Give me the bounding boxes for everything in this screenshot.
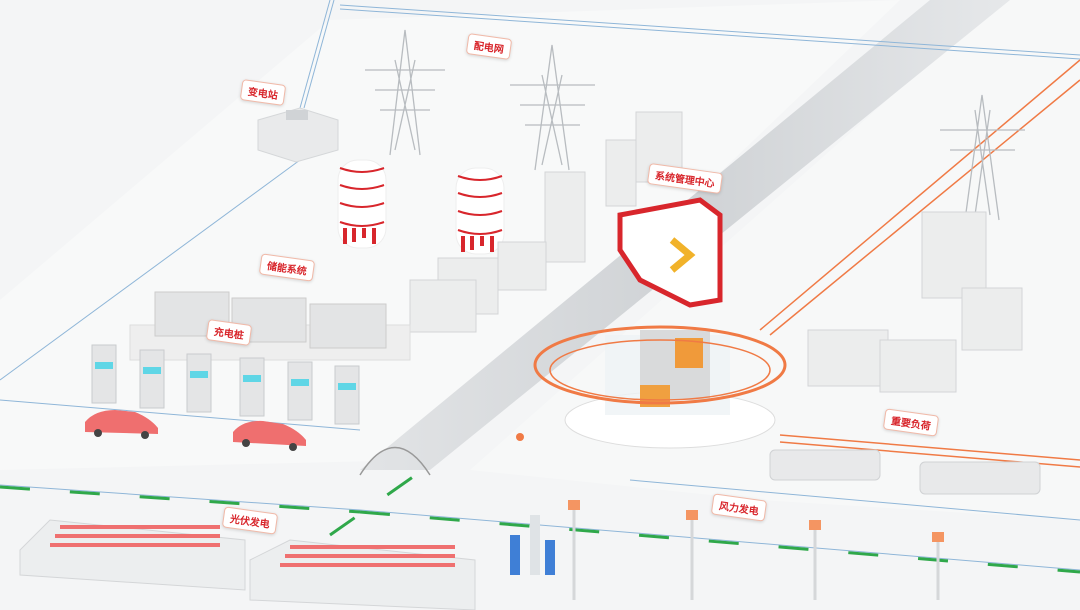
wind-turbines — [568, 500, 944, 600]
solar-farms — [19, 519, 476, 610]
critical-load-units — [769, 449, 1041, 495]
tunnel-arch — [359, 446, 431, 476]
charging-piles — [91, 344, 360, 425]
cars — [85, 410, 306, 451]
green-dashed-lines — [0, 463, 1080, 574]
transmission-towers — [365, 29, 1025, 221]
storage-tanks — [337, 159, 505, 255]
management-center — [516, 197, 787, 449]
blue-power-lines — [0, 0, 1080, 571]
substation-building — [257, 107, 339, 163]
blue-storage-cells — [510, 515, 555, 575]
city-buildings — [409, 111, 1023, 393]
